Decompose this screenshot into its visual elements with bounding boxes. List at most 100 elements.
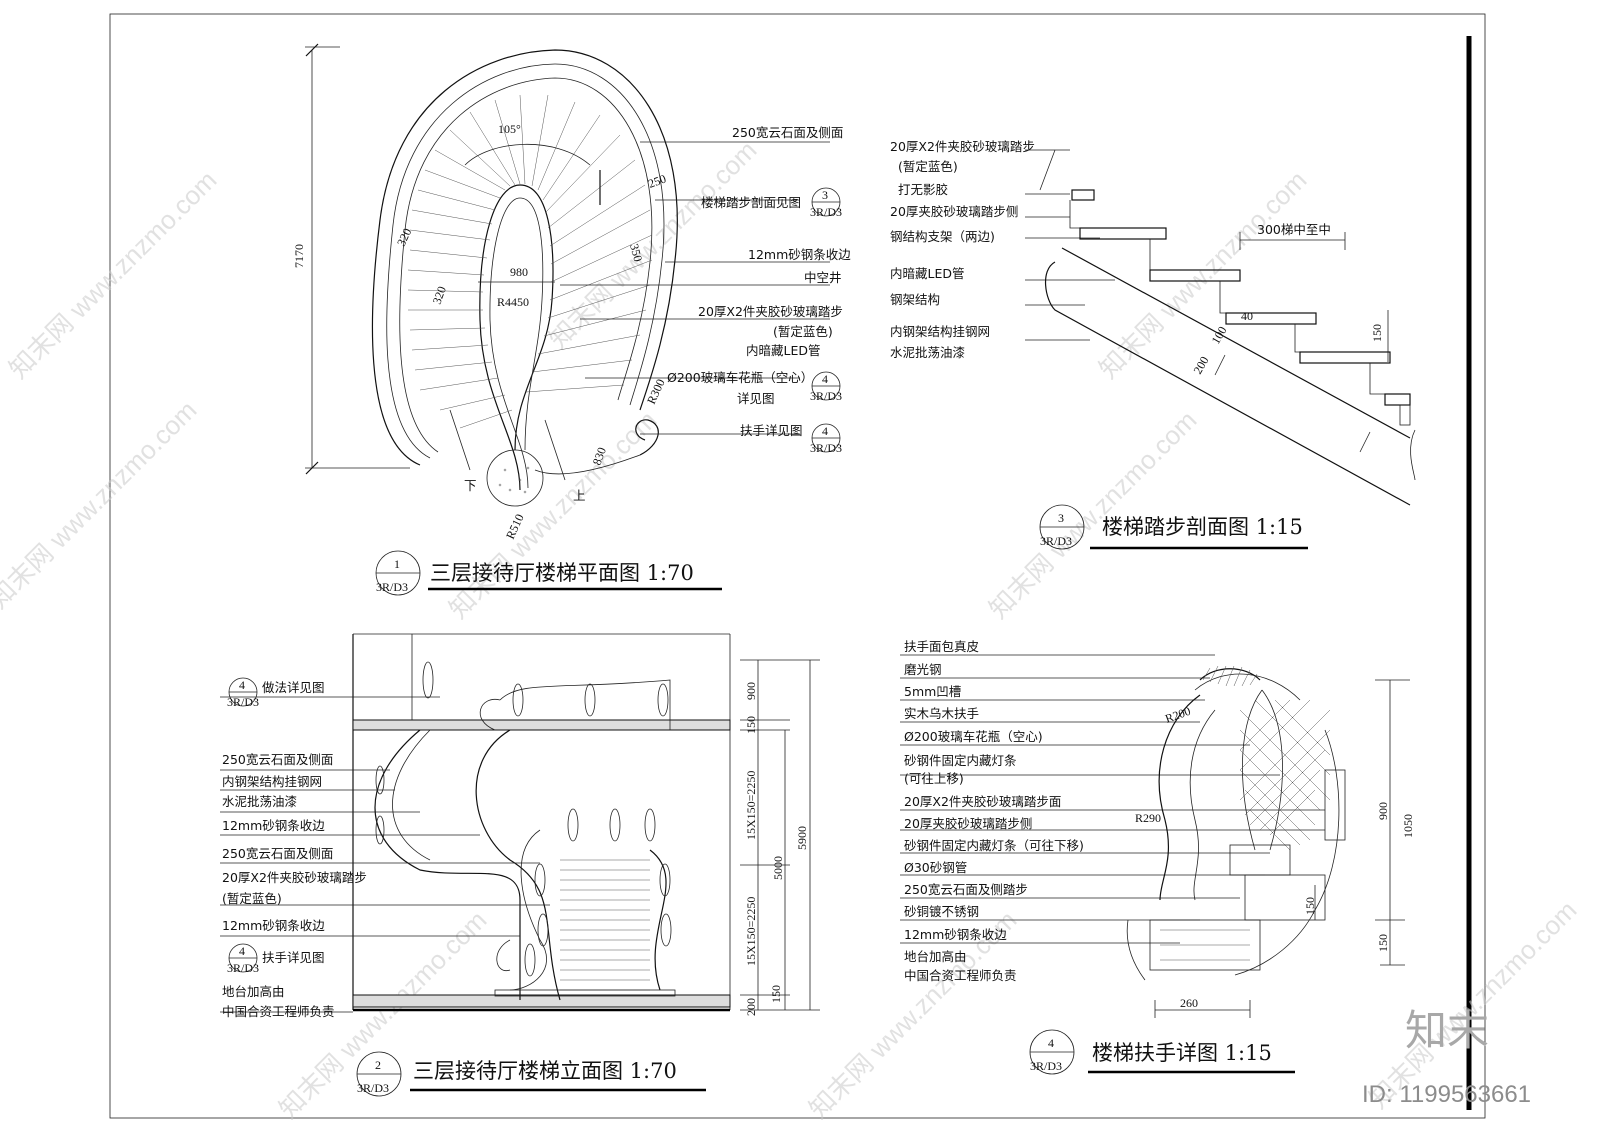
svg-text:3R/D3: 3R/D3 [1040, 534, 1072, 548]
svg-text:830: 830 [590, 445, 609, 467]
svg-text:Ø200玻璃车花瓶（空心）: Ø200玻璃车花瓶（空心） [667, 370, 813, 385]
svg-text:3: 3 [1058, 511, 1064, 525]
svg-text:250: 250 [646, 172, 668, 191]
svg-text:中国合资工程师负责: 中国合资工程师负责 [222, 1004, 335, 1019]
svg-text:20厚夹胶砂玻璃踏步侧: 20厚夹胶砂玻璃踏步侧 [890, 204, 1018, 219]
svg-text:扶手详见图: 扶手详见图 [262, 950, 325, 965]
svg-text:知末网 www.znzmo.com: 知末网 www.znzmo.com [443, 405, 662, 624]
svg-text:4: 4 [239, 944, 245, 958]
svg-text:3R/D3: 3R/D3 [227, 695, 259, 709]
svg-text:3R/D3: 3R/D3 [810, 389, 842, 403]
plan-angle: 105° [498, 122, 521, 136]
svg-text:350: 350 [627, 242, 645, 263]
svg-text:250宽云石面及侧面: 250宽云石面及侧面 [732, 125, 843, 140]
elevation-title: 三层接待厅楼梯立面图 1:70 [413, 1059, 677, 1083]
svg-text:320: 320 [430, 284, 449, 306]
section-title: 楼梯踏步剖面图 1:15 [1102, 515, 1303, 539]
handrail-title: 楼梯扶手详图 1:15 [1092, 1041, 1272, 1065]
svg-text:20厚X2件夹胶砂玻璃踏步: 20厚X2件夹胶砂玻璃踏步 [890, 139, 1035, 154]
svg-text:980: 980 [510, 265, 528, 279]
svg-text:地台加高由: 地台加高由 [222, 984, 285, 999]
svg-text:3: 3 [822, 188, 828, 202]
svg-text:砂铜镀不锈钢: 砂铜镀不锈钢 [904, 904, 979, 919]
svg-text:12mm砂钢条收边: 12mm砂钢条收边 [904, 927, 1007, 942]
svg-text:12mm砂钢条收边: 12mm砂钢条收边 [748, 247, 851, 262]
svg-text:磨光钢: 磨光钢 [904, 662, 942, 677]
svg-text:320: 320 [394, 226, 414, 248]
svg-text:R290: R290 [1135, 811, 1161, 825]
svg-text:20厚夹胶砂玻璃踏步侧: 20厚夹胶砂玻璃踏步侧 [904, 816, 1032, 831]
section-steps [1069, 189, 1411, 426]
svg-text:R300: R300 [644, 377, 668, 406]
svg-text:20厚X2件夹胶砂玻璃踏步: 20厚X2件夹胶砂玻璃踏步 [222, 870, 367, 885]
svg-text:150: 150 [1303, 897, 1317, 915]
svg-text:内暗藏LED管: 内暗藏LED管 [746, 343, 821, 358]
svg-text:20厚X2件夹胶砂玻璃踏步: 20厚X2件夹胶砂玻璃踏步 [698, 304, 843, 319]
svg-text:内钢架结构挂钢网: 内钢架结构挂钢网 [890, 324, 990, 339]
svg-text:260: 260 [1180, 996, 1198, 1010]
svg-text:(暂定蓝色): (暂定蓝色) [773, 324, 833, 339]
svg-text:200: 200 [1190, 354, 1211, 377]
svg-text:200: 200 [744, 998, 758, 1016]
svg-text:15X150=2250: 15X150=2250 [744, 897, 758, 966]
svg-text:1050: 1050 [1401, 814, 1415, 838]
svg-text:内暗藏LED管: 内暗藏LED管 [890, 266, 965, 281]
svg-text:3R/D3: 3R/D3 [357, 1081, 389, 1095]
svg-text:中国合资工程师负责: 中国合资工程师负责 [904, 968, 1017, 983]
svg-text:12mm砂钢条收边: 12mm砂钢条收边 [222, 918, 325, 933]
sheet-border [109, 13, 1486, 1119]
plan-down-label: 下 [464, 478, 477, 493]
svg-text:15X150=2250: 15X150=2250 [744, 771, 758, 840]
svg-text:4: 4 [822, 424, 828, 438]
svg-text:钢架结构: 钢架结构 [890, 292, 940, 307]
elevation-balusters [375, 661, 672, 977]
svg-text:R4450: R4450 [497, 295, 529, 309]
svg-text:(暂定蓝色): (暂定蓝色) [222, 891, 282, 906]
svg-text:(暂定蓝色): (暂定蓝色) [898, 159, 958, 174]
svg-text:3R/D3: 3R/D3 [810, 205, 842, 219]
svg-text:钢结构支架（两边): 钢结构支架（两边) [890, 229, 995, 244]
svg-text:5900: 5900 [795, 826, 809, 850]
section-view: 20厚X2件夹胶砂玻璃踏步 (暂定蓝色) 打无影胶 20厚夹胶砂玻璃踏步侧 钢结… [890, 139, 1416, 550]
svg-text:100: 100 [1208, 324, 1229, 347]
svg-text:5mm凹槽: 5mm凹槽 [904, 684, 961, 699]
svg-text:楼梯踏步剖面见图: 楼梯踏步剖面见图 [701, 195, 801, 210]
svg-text:12mm砂钢条收边: 12mm砂钢条收边 [222, 818, 325, 833]
svg-text:250宽云石面及侧面: 250宽云石面及侧面 [222, 752, 333, 767]
svg-text:3R/D3: 3R/D3 [376, 580, 408, 594]
svg-text:Ø200玻璃车花瓶（空心): Ø200玻璃车花瓶（空心) [904, 729, 1043, 744]
svg-text:详见图: 详见图 [737, 391, 775, 406]
handrail-hatch [1239, 699, 1331, 851]
svg-text:砂钢件固定内藏灯条: 砂钢件固定内藏灯条 [904, 753, 1017, 768]
watermark-layer: 知末网 www.znzmo.com 知末网 www.znzmo.com 知末网 … [0, 135, 1582, 1124]
svg-text:(可往上移): (可往上移) [904, 771, 964, 786]
svg-text:扶手面包真皮: 扶手面包真皮 [904, 639, 979, 654]
svg-text:5000: 5000 [771, 856, 785, 880]
elevation-treads [560, 859, 650, 991]
svg-text:2: 2 [375, 1058, 381, 1072]
svg-text:150: 150 [769, 985, 783, 1003]
svg-text:150: 150 [1370, 324, 1384, 342]
svg-text:中空井: 中空井 [804, 270, 842, 285]
svg-text:1: 1 [394, 557, 400, 571]
svg-text:150: 150 [744, 716, 758, 734]
svg-text:3R/D3: 3R/D3 [810, 441, 842, 455]
svg-text:300梯中至中: 300梯中至中 [1257, 222, 1331, 237]
svg-text:内钢架结构挂钢网: 内钢架结构挂钢网 [222, 774, 322, 789]
svg-text:40: 40 [1241, 309, 1253, 323]
watermark-logo: 知末 [1405, 1006, 1489, 1055]
svg-text:地台加高由: 地台加高由 [904, 949, 967, 964]
svg-text:打无影胶: 打无影胶 [898, 182, 948, 197]
svg-text:R200: R200 [1163, 704, 1192, 726]
plan-height-dim: 7170 [292, 244, 306, 268]
svg-text:900: 900 [744, 682, 758, 700]
plan-up-label: 上 [573, 488, 586, 503]
svg-text:做法详见图: 做法详见图 [262, 680, 325, 695]
plan-treads [407, 94, 653, 429]
svg-text:扶手详见图: 扶手详见图 [740, 423, 803, 438]
svg-text:20厚X2件夹胶砂玻璃踏步面: 20厚X2件夹胶砂玻璃踏步面 [904, 794, 1061, 809]
svg-text:900: 900 [1376, 802, 1390, 820]
elevation-view: 900 150 15X150=2250 15X150=2250 200 150 … [220, 633, 820, 1097]
svg-text:250宽云石面及侧踏步: 250宽云石面及侧踏步 [904, 882, 1028, 897]
